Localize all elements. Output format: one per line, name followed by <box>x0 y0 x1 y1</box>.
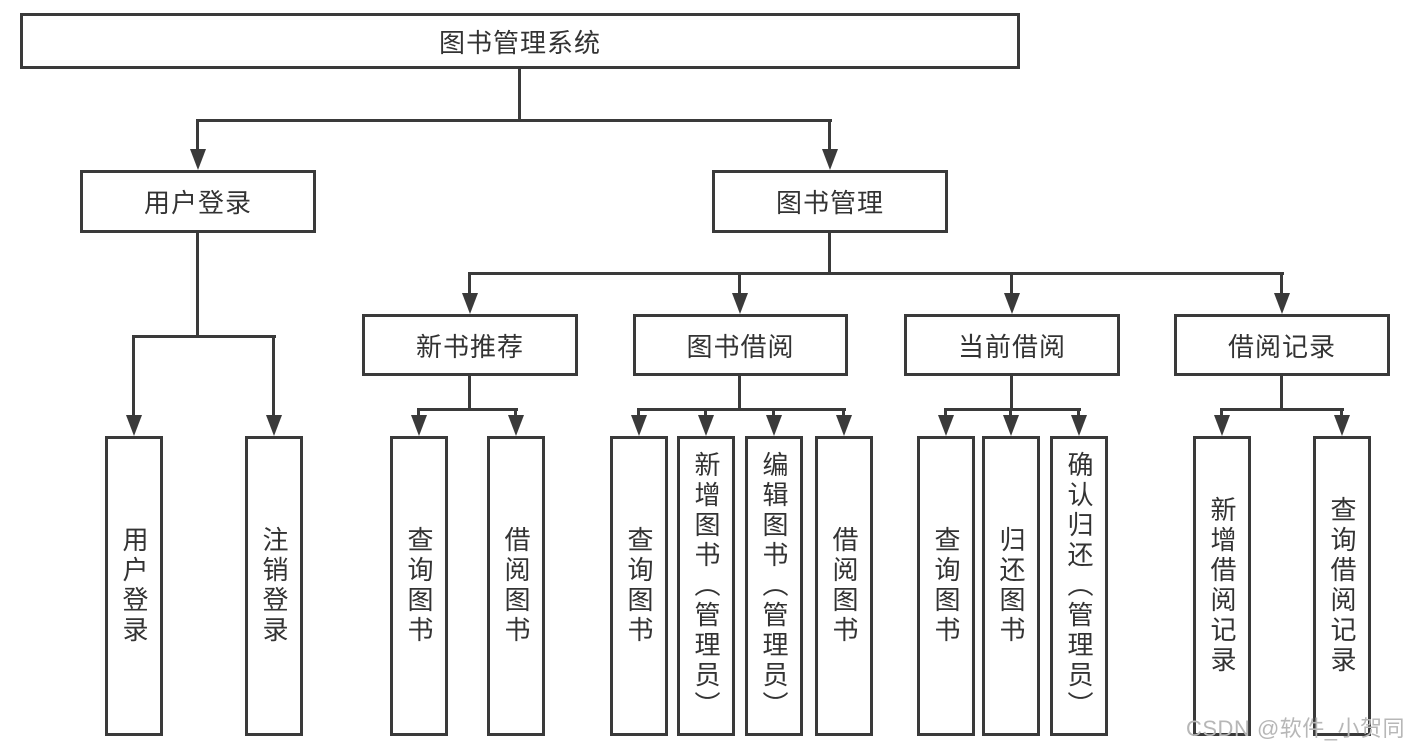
arrow-down-icon <box>1274 293 1290 314</box>
leaf-logout: 注销登录 <box>245 436 303 736</box>
connector-drop <box>1220 408 1223 419</box>
connector-drop <box>944 408 947 419</box>
arrow-down-icon <box>698 415 714 436</box>
arrow-down-icon <box>411 415 427 436</box>
arrow-down-icon <box>1214 415 1230 436</box>
node-book-borrow: 图书借阅 <box>633 314 848 376</box>
leaf-return-book: 归还图书 <box>982 436 1040 736</box>
connector-stub <box>1010 376 1013 411</box>
connector-drop <box>1009 408 1012 419</box>
connector-drop <box>417 408 420 419</box>
connector-drop <box>704 408 707 419</box>
connector-drop <box>828 119 831 153</box>
connector-drop <box>468 272 471 297</box>
arrow-down-icon <box>822 149 838 170</box>
arrow-down-icon <box>1004 293 1020 314</box>
connector-branch <box>1220 408 1344 411</box>
leaf-confirm-return-admin: 确认归还（管理员） <box>1050 436 1108 736</box>
arrow-down-icon <box>126 415 142 436</box>
connector-drop <box>1077 408 1080 419</box>
connector-stub <box>738 376 741 411</box>
watermark: CSDN @软件_小贺同学 <box>1186 716 1405 741</box>
leaf-user-login: 用户登录 <box>105 436 163 736</box>
connector-drop <box>842 408 845 419</box>
arrow-down-icon <box>1003 415 1019 436</box>
leaf-edit-book-admin: 编辑图书（管理员） <box>745 436 803 736</box>
leaf-query-books-recommend: 查询图书 <box>390 436 448 736</box>
arrow-down-icon <box>938 415 954 436</box>
connector-branch <box>417 408 518 411</box>
leaf-add-borrow-record: 新增借阅记录 <box>1193 436 1251 736</box>
connector-drop <box>514 408 517 419</box>
connector-root-branch <box>196 119 832 122</box>
arrow-down-icon <box>190 149 206 170</box>
node-new-book-recommend: 新书推荐 <box>362 314 578 376</box>
connector-drop <box>132 335 135 419</box>
arrow-down-icon <box>462 293 478 314</box>
node-library-management-system: 图书管理系统 <box>20 13 1020 69</box>
connector-stub <box>468 376 471 411</box>
leaf-query-books-current: 查询图书 <box>917 436 975 736</box>
connector-branch <box>637 408 846 411</box>
connector-drop <box>772 408 775 419</box>
connector-user-login-branch <box>132 335 276 338</box>
arrow-down-icon <box>1334 415 1350 436</box>
connector-stub <box>1280 376 1283 411</box>
node-user-login: 用户登录 <box>80 170 316 233</box>
node-book-management: 图书管理 <box>712 170 948 233</box>
connector-user-login-stub <box>196 233 199 338</box>
connector-book-mgmt-stub <box>828 233 831 275</box>
leaf-query-borrow-record: 查询借阅记录 <box>1313 436 1371 736</box>
leaf-borrow-books: 借阅图书 <box>815 436 873 736</box>
arrow-down-icon <box>1071 415 1087 436</box>
arrow-down-icon <box>732 293 748 314</box>
arrow-down-icon <box>631 415 647 436</box>
connector-drop <box>738 272 741 297</box>
leaf-add-book-admin: 新增图书（管理员） <box>677 436 735 736</box>
connector-drop <box>196 119 199 153</box>
connector-branch <box>944 408 1081 411</box>
arrow-down-icon <box>508 415 524 436</box>
connector-drop <box>1340 408 1343 419</box>
arrow-down-icon <box>766 415 782 436</box>
node-current-borrow: 当前借阅 <box>904 314 1120 376</box>
arrow-down-icon <box>266 415 282 436</box>
connector-drop <box>637 408 640 419</box>
connector-drop <box>272 335 275 419</box>
connector-drop <box>1010 272 1013 297</box>
arrow-down-icon <box>836 415 852 436</box>
leaf-borrow-books-recommend: 借阅图书 <box>487 436 545 736</box>
connector-book-mgmt-branch <box>468 272 1284 275</box>
connector-root-stub <box>518 69 521 122</box>
connector-drop <box>1280 272 1283 297</box>
leaf-query-books-borrow: 查询图书 <box>610 436 668 736</box>
node-borrow-records: 借阅记录 <box>1174 314 1390 376</box>
